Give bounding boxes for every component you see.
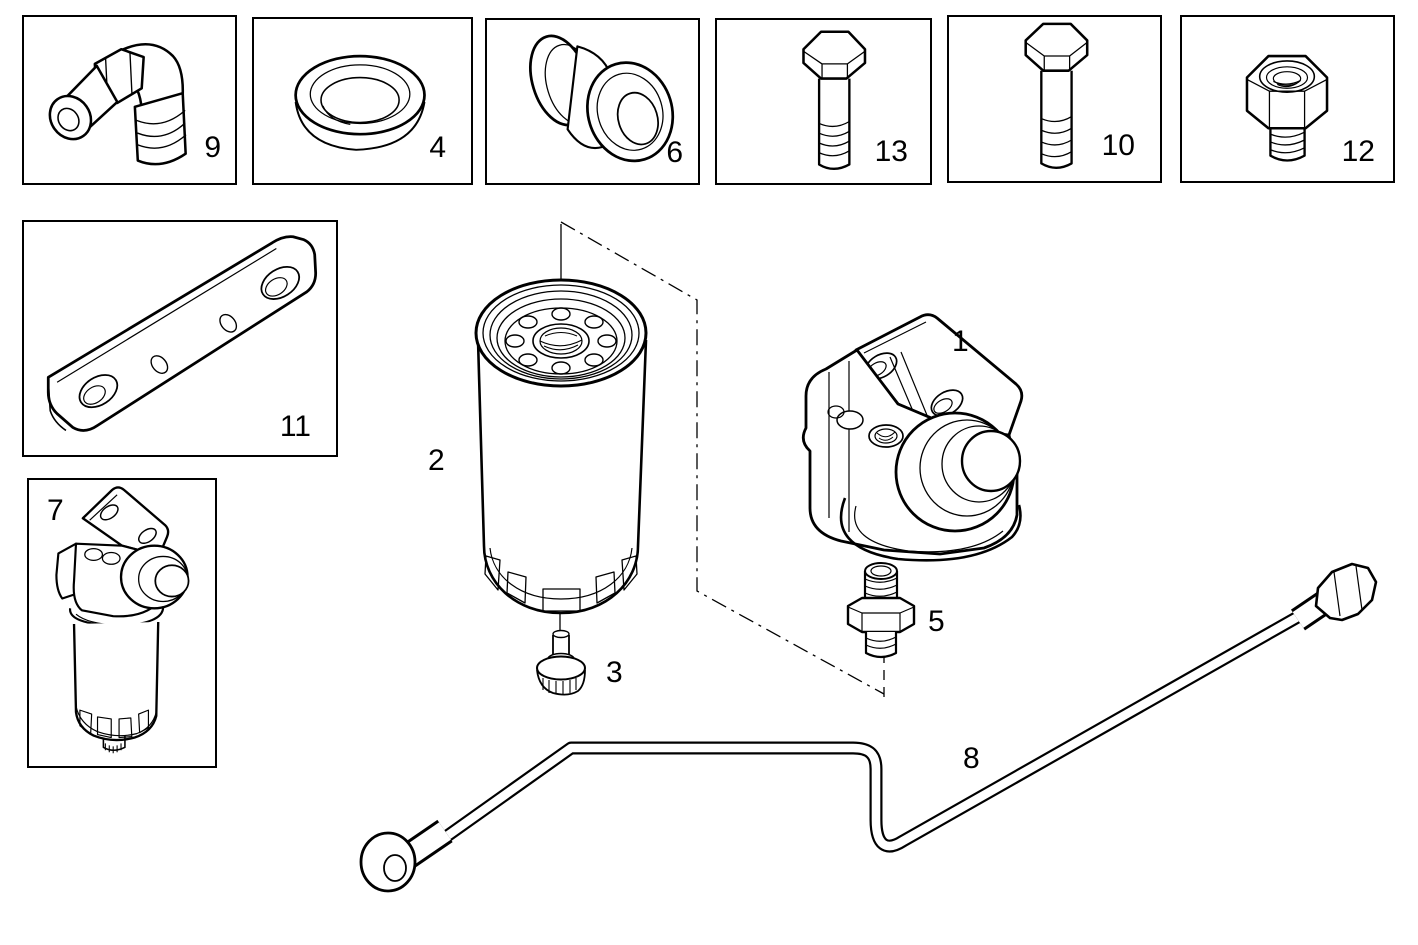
elbow-fitting-drawing bbox=[48, 42, 187, 166]
fuel-pipe-drawing bbox=[359, 562, 1378, 893]
part-label-5: 5 bbox=[928, 605, 945, 638]
part-label-10: 10 bbox=[1101, 129, 1135, 162]
adapter-nut-drawing bbox=[1245, 54, 1329, 162]
filter-assembly-drawing bbox=[55, 486, 190, 754]
seal-ring-drawing bbox=[294, 54, 426, 151]
bushing-drawing bbox=[529, 34, 675, 163]
part-label-11: 11 bbox=[279, 410, 311, 443]
part-label-1: 1 bbox=[952, 325, 969, 358]
part-box-bolt-long: 10 bbox=[947, 15, 1162, 183]
part-box-filter-assembly: 7 bbox=[27, 478, 217, 768]
part-box-bracket: 11 bbox=[22, 220, 338, 457]
hex-bolt-drawing bbox=[802, 30, 867, 171]
part-label-12: 12 bbox=[1341, 135, 1375, 168]
filter-head-drawing bbox=[801, 313, 1024, 562]
part-box-bolt-short: 13 bbox=[715, 18, 932, 185]
part-box-bushing: 6 bbox=[485, 18, 700, 185]
part-label-7: 7 bbox=[47, 494, 64, 527]
part-label-9: 9 bbox=[204, 131, 221, 164]
drain-plug-drawing bbox=[536, 629, 586, 696]
hex-bolt-long-drawing bbox=[1024, 22, 1089, 169]
part-box-adapter-nut: 12 bbox=[1180, 15, 1395, 183]
fuel-filter-cartridge-drawing bbox=[474, 278, 648, 615]
part-label-8: 8 bbox=[963, 742, 980, 775]
part-box-seal-ring: 4 bbox=[252, 17, 473, 185]
part-box-elbow-fitting: 9 bbox=[22, 15, 237, 185]
part-label-4: 4 bbox=[429, 131, 446, 164]
part-label-6: 6 bbox=[666, 136, 683, 169]
part-label-13: 13 bbox=[874, 135, 908, 168]
union-nipple-drawing bbox=[846, 562, 916, 659]
bracket-drawing bbox=[46, 235, 318, 432]
part-label-2: 2 bbox=[428, 444, 445, 477]
part-label-3: 3 bbox=[606, 656, 623, 689]
